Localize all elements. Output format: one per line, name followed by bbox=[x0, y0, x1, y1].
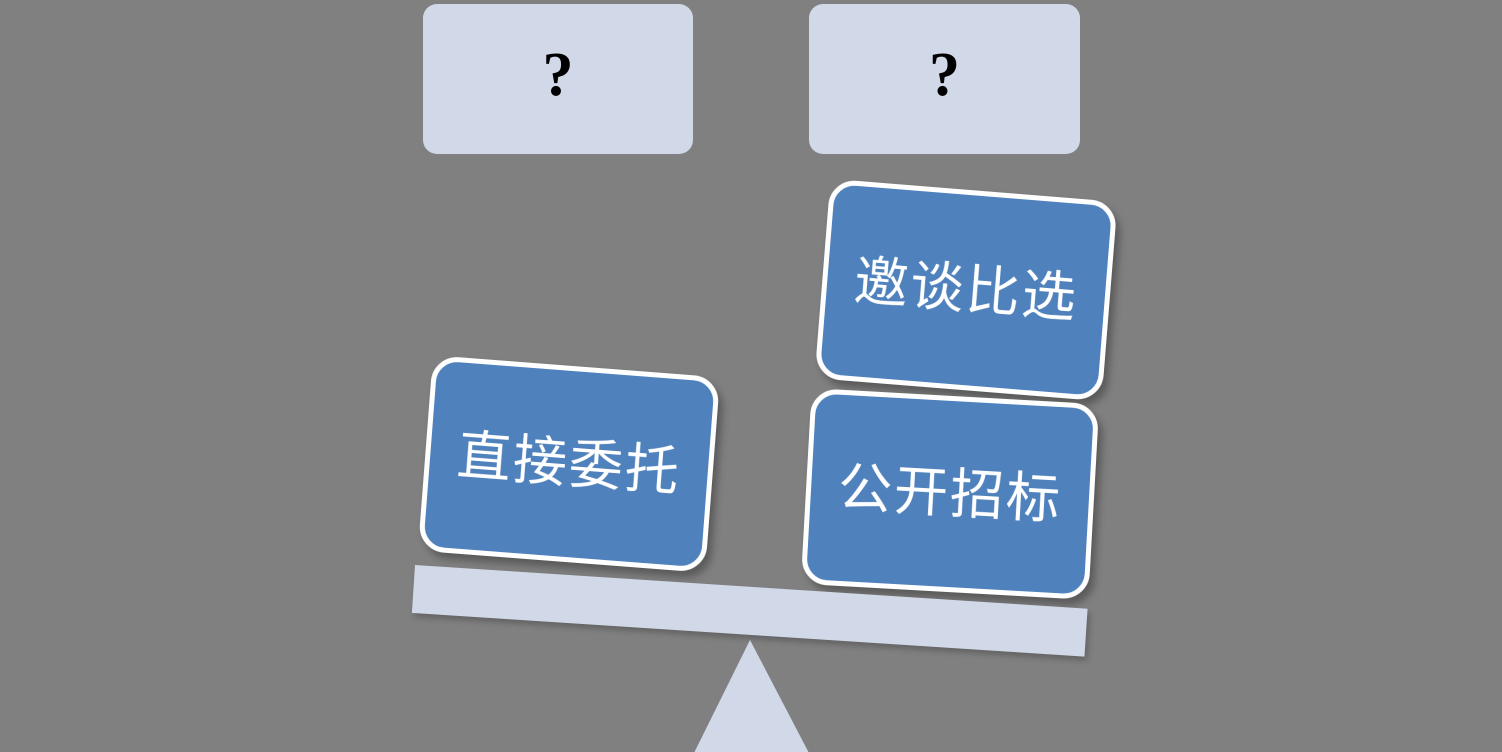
option-card-invite-comparison[interactable]: 邀谈比选 bbox=[814, 178, 1118, 402]
option-card-label: 直接委托 bbox=[455, 425, 683, 503]
option-card-label: 公开招标 bbox=[836, 457, 1064, 531]
question-mark-icon: ? bbox=[542, 41, 574, 109]
question-card-right[interactable]: ? bbox=[809, 4, 1080, 154]
question-mark-icon: ? bbox=[929, 41, 960, 109]
option-card-direct-commission[interactable]: 直接委托 bbox=[417, 355, 721, 573]
option-card-public-tender[interactable]: 公开招标 bbox=[800, 388, 1100, 600]
option-card-label: 邀谈比选 bbox=[851, 251, 1081, 329]
seesaw-fulcrum-triangle bbox=[693, 640, 810, 752]
question-card-left[interactable]: ? bbox=[423, 4, 693, 154]
